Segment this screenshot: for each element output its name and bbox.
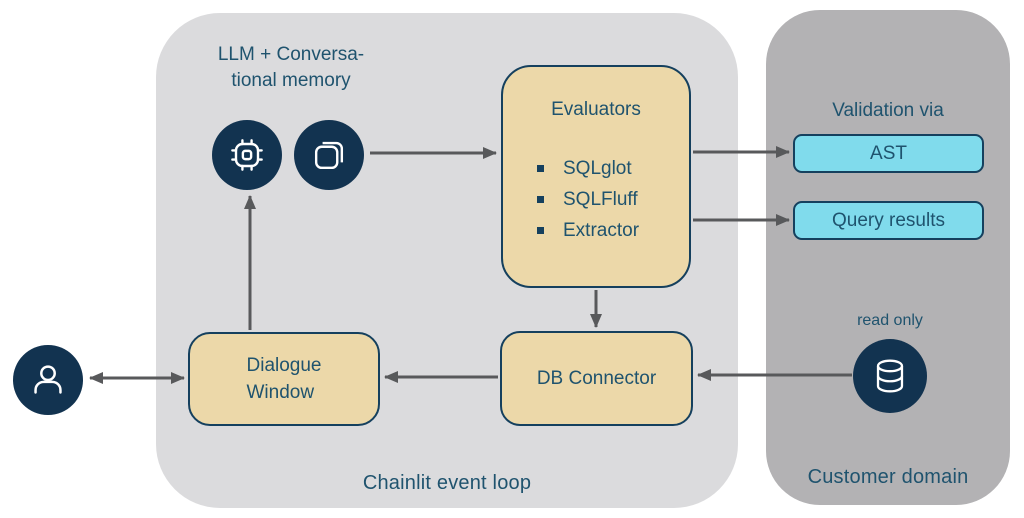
evaluators-item-extractor: Extractor: [563, 219, 640, 241]
llm-memory-label-line2: tional memory: [231, 70, 351, 91]
query-results-label: Query results: [832, 209, 945, 231]
conversational-memory-node: [294, 120, 364, 190]
llm-memory-label-line1: LLM + Conversa-: [217, 44, 365, 65]
list-item: SQLFluff: [537, 184, 681, 215]
cpu-chip-icon: [225, 133, 269, 177]
dialogue-window-label-line2: Window: [246, 382, 315, 403]
db-connector-label: DB Connector: [536, 367, 657, 389]
customer-domain-group: [766, 10, 1010, 505]
llm-node: [212, 120, 282, 190]
evaluators-title: Evaluators: [551, 99, 641, 120]
ast-box: AST: [793, 134, 984, 173]
db-connector-box: DB Connector: [500, 331, 693, 426]
dialogue-window-label-line1: Dialogue: [246, 355, 322, 376]
bullet-square-icon: [537, 165, 544, 172]
user-icon: [25, 357, 71, 403]
customer-database-node: [853, 339, 927, 413]
list-item: Extractor: [537, 215, 681, 246]
llm-memory-label: LLM + Conversa- tional memory: [193, 42, 389, 94]
evaluators-box: Evaluators SQLglot SQLFluff Extractor: [501, 65, 691, 288]
customer-group-label: Customer domain: [807, 466, 969, 488]
query-results-box: Query results: [793, 201, 984, 240]
evaluators-item-sqlfluff: SQLFluff: [563, 188, 638, 210]
ast-label: AST: [870, 142, 907, 164]
list-item: SQLglot: [537, 153, 681, 184]
bullet-square-icon: [537, 196, 544, 203]
copy-stack-icon: [307, 133, 351, 177]
validation-via-label: Validation via: [832, 100, 944, 121]
bullet-square-icon: [537, 227, 544, 234]
chainlit-group-label: Chainlit event loop: [362, 472, 532, 494]
dialogue-window-box: Dialogue Window: [188, 332, 380, 426]
evaluators-item-sqlglot: SQLglot: [563, 157, 632, 179]
user-node: [13, 345, 83, 415]
database-cylinder-icon: [867, 353, 913, 399]
evaluators-list: SQLglot SQLFluff Extractor: [537, 153, 681, 246]
read-only-label: read only: [857, 312, 923, 329]
